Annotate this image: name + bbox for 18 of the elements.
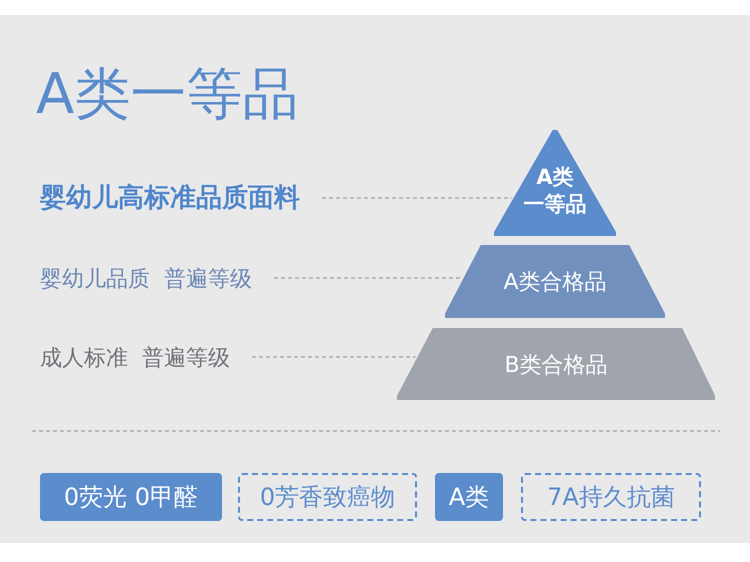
tier-description: 婴幼儿高标准品质面料 [40, 180, 300, 215]
feature-tag-outline: 7A持久抗菌 [521, 473, 701, 521]
tier-description: 婴幼儿品质 普遍等级 [40, 264, 252, 294]
tier-label: 一等品 [522, 191, 588, 218]
tier-label: B类合格品 [503, 352, 609, 380]
pyramid-bottom-trapezoid [397, 328, 715, 400]
tier-label: A类合格品 [502, 269, 608, 297]
leader-line [322, 197, 512, 199]
leader-line [274, 277, 462, 279]
feature-tag: A类 [435, 473, 503, 521]
feature-tag: 0荧光 0甲醛 [40, 473, 222, 521]
leader-line [252, 356, 416, 358]
tier-label: A类 [535, 164, 575, 191]
feature-tag-outline: 0芳香致癌物 [238, 473, 417, 521]
pyramid-top-triangle [494, 130, 616, 236]
pyramid-middle-trapezoid [445, 245, 665, 318]
tier-description: 成人标准 普遍等级 [40, 343, 230, 373]
title: A类一等品 [36, 61, 298, 129]
